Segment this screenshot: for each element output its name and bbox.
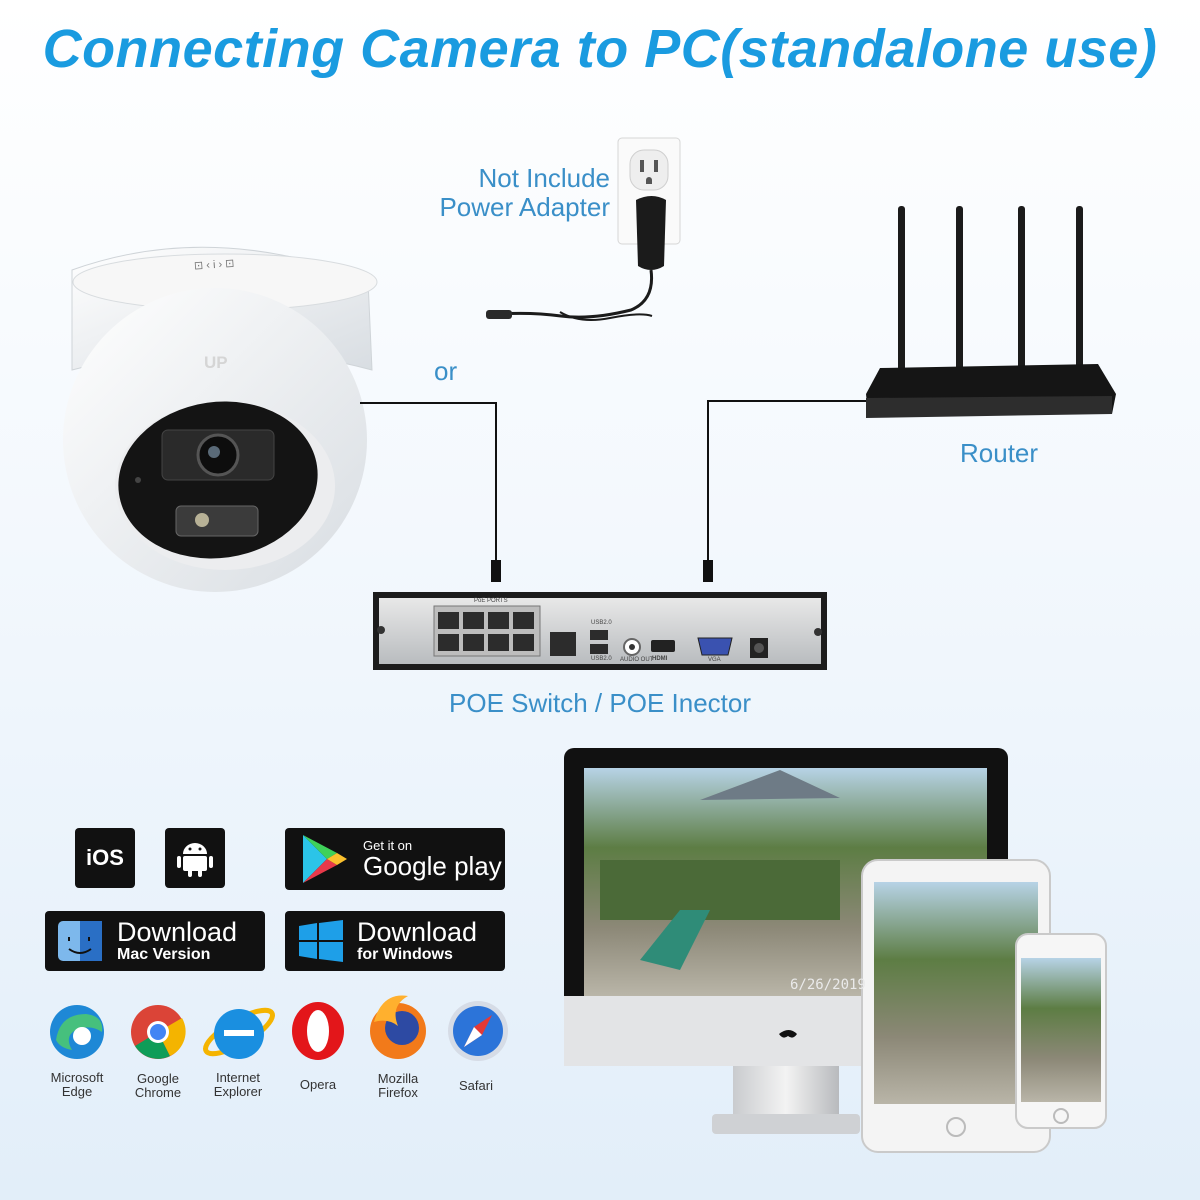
vga-label: VGA bbox=[708, 657, 721, 663]
router bbox=[866, 206, 1116, 418]
or-label: or bbox=[434, 356, 458, 386]
chrome-icon bbox=[131, 1005, 186, 1059]
page-title: Connecting Camera to PC(standalone use) bbox=[42, 19, 1158, 79]
dome-camera bbox=[63, 246, 378, 592]
firefox-icon bbox=[370, 995, 426, 1059]
internet-explorer-icon bbox=[203, 1007, 275, 1059]
browser-name: Opera bbox=[299, 1077, 337, 1092]
usb-label-top: USB2.0 bbox=[591, 620, 612, 626]
browser-safari[interactable]: Safari bbox=[431, 1073, 521, 1093]
download-windows-badge[interactable]: Download for Windows bbox=[285, 911, 505, 971]
phone-device bbox=[1015, 933, 1107, 1129]
usb-label-bottom: USB2.0 bbox=[591, 656, 612, 662]
mac-version-text: Mac Version bbox=[117, 945, 211, 963]
download-mac-badge[interactable]: Download Mac Version bbox=[45, 911, 265, 971]
edge-icon bbox=[50, 1005, 104, 1059]
windows-download-text: Download bbox=[357, 916, 478, 947]
ios-label: iOS bbox=[86, 845, 124, 870]
opera-icon bbox=[292, 1002, 344, 1060]
power-adapter-note: Not Include Power Adapter bbox=[405, 164, 610, 222]
mac-download-text: Download bbox=[117, 916, 238, 947]
windows-version-text: for Windows bbox=[357, 945, 453, 963]
power-note-line1: Not Include bbox=[478, 163, 610, 193]
router-label: Router bbox=[960, 438, 1039, 468]
camera-timestamp: 6/26/2019 bbox=[790, 977, 866, 993]
poe-switch-label: POE Switch / POE Inector bbox=[449, 688, 751, 718]
hdmi-label: HDMI bbox=[652, 656, 668, 662]
power-note-line2: Power Adapter bbox=[439, 192, 610, 222]
safari-icon bbox=[448, 1001, 508, 1061]
google-play-big-text: Google play bbox=[363, 851, 502, 881]
google-play-badge[interactable]: Get it on Google play bbox=[285, 828, 505, 890]
browser-opera[interactable]: Opera bbox=[273, 1072, 363, 1092]
google-play-icon bbox=[303, 835, 347, 883]
windows-icon bbox=[299, 920, 343, 962]
android-app-badge[interactable] bbox=[165, 828, 225, 888]
android-icon bbox=[177, 843, 213, 877]
camera-brand-mark: UP bbox=[204, 353, 228, 372]
ios-app-badge[interactable]: iOS bbox=[75, 828, 135, 888]
browser-name: Safari bbox=[459, 1078, 493, 1093]
tablet-device bbox=[861, 859, 1051, 1153]
mac-finder-icon bbox=[58, 921, 102, 961]
audio-out-label: AUDIO OUT bbox=[620, 657, 654, 663]
network-cables bbox=[360, 400, 866, 565]
poe-ports-label: PoE PORTS bbox=[474, 598, 508, 604]
poe-switch bbox=[373, 592, 827, 670]
google-play-small-text: Get it on bbox=[363, 838, 413, 853]
power-adapter bbox=[486, 196, 666, 321]
